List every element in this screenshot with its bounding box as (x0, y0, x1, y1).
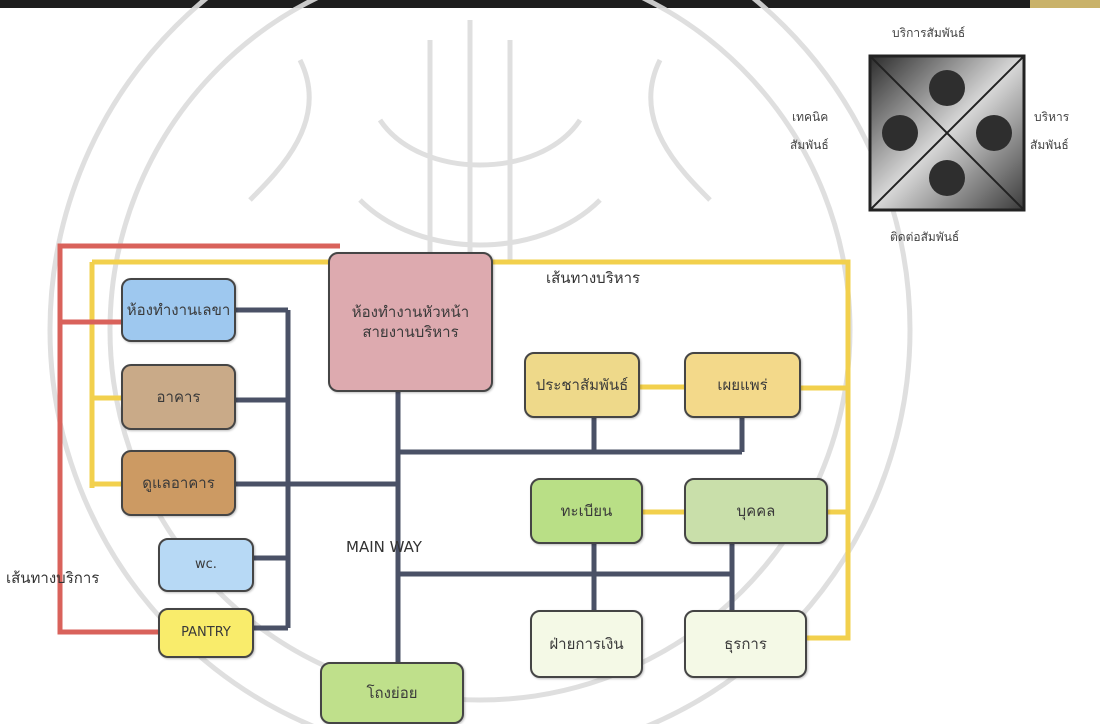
box-pantry: PANTRY (158, 608, 254, 658)
label-main-way: MAIN WAY (346, 538, 422, 556)
header-bar-accent (1030, 0, 1100, 8)
box-secretary-room: ห้องทำงานเลขา (121, 278, 236, 342)
box-dissemination: เผยแพร่ (684, 352, 801, 418)
box-lobby: โถงย่อย (320, 662, 464, 724)
legend-bottom-label: ติดต่อสัมพันธ์ (890, 230, 960, 244)
legend-quadrant-icon (868, 54, 1026, 212)
label-service-route: เส้นทางบริการ (6, 569, 100, 587)
legend-right-line2: สัมพันธ์ (1030, 138, 1069, 152)
box-personnel: บุคคล (684, 478, 828, 544)
label-admin-route: เส้นทางบริหาร (546, 269, 641, 287)
box-public-relations: ประชาสัมพันธ์ (524, 352, 640, 418)
box-finance: ฝ่ายการเงิน (530, 610, 643, 678)
legend-right-line1: บริหาร (1034, 110, 1070, 124)
box-head-office: ห้องทำงานหัวหน้า สายงานบริหาร (328, 252, 493, 392)
legend-left-line2: สัมพันธ์ (790, 138, 829, 152)
legend-left-line1: เทคนิค (792, 110, 829, 124)
box-building: อาคาร (121, 364, 236, 430)
relationship-legend: บริการสัมพันธ์ เทคนิค สัมพันธ์ บริหาร สั… (780, 22, 1080, 252)
legend-top-label: บริการสัมพันธ์ (892, 26, 966, 40)
box-building-care: ดูแลอาคาร (121, 450, 236, 516)
box-general-affairs: ธุรการ (684, 610, 807, 678)
box-wc: wc. (158, 538, 254, 592)
box-registration: ทะเบียน (530, 478, 643, 544)
